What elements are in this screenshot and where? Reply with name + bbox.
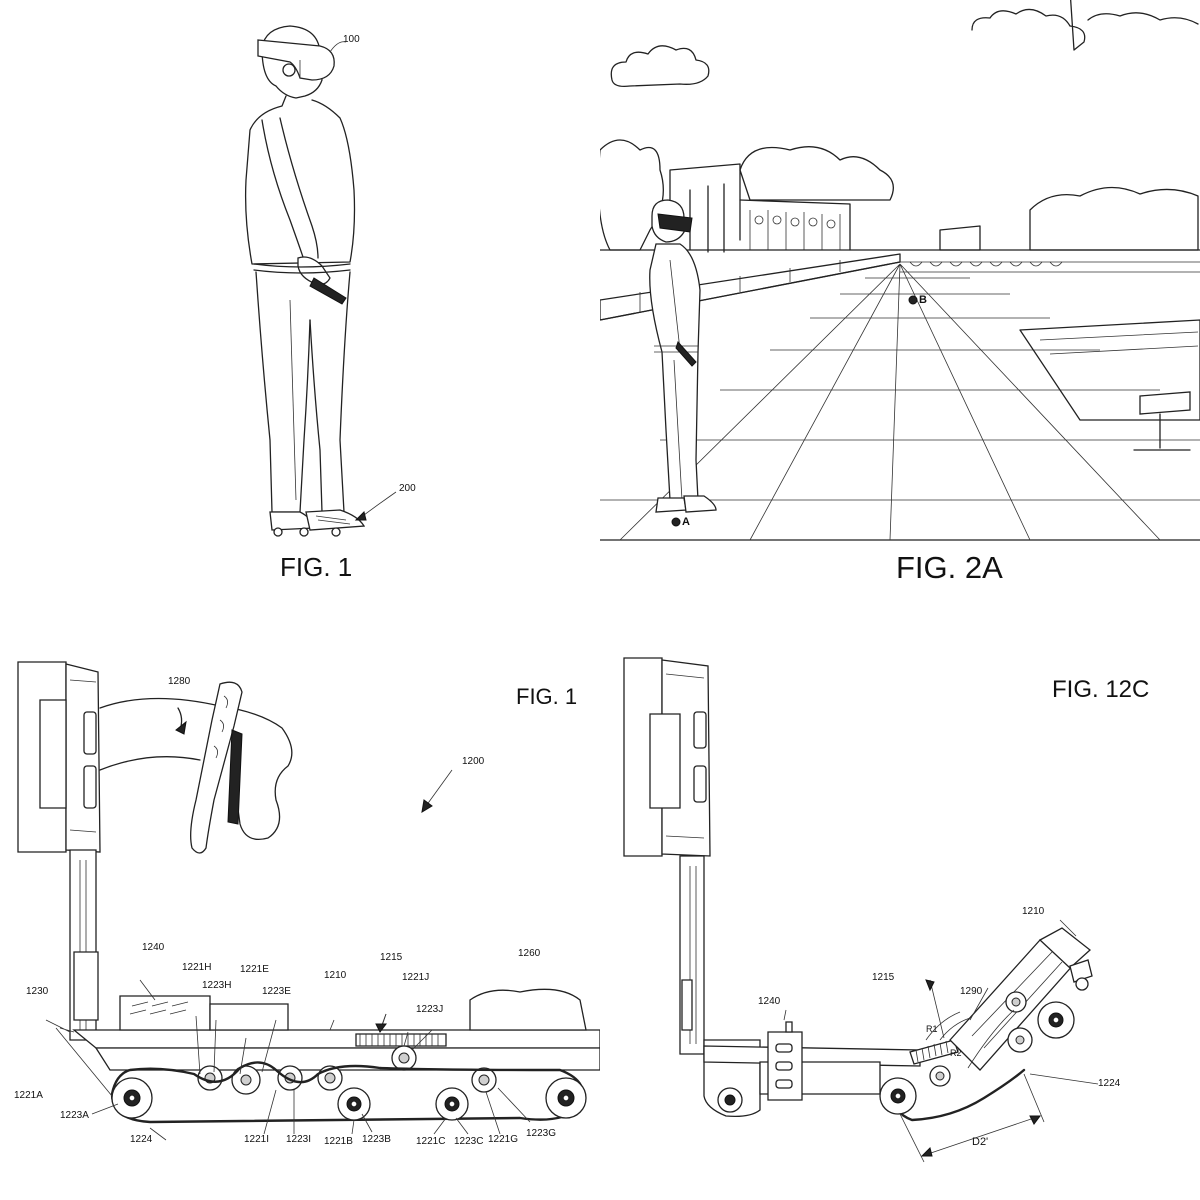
ref-1223i: 1223I	[286, 1134, 312, 1145]
ref-1210: 1210	[324, 970, 347, 981]
ref-1215: 1215	[872, 972, 895, 983]
ref-r1: R1	[926, 1024, 938, 1034]
ref-1221a: 1221A	[14, 1090, 43, 1101]
ref-1240: 1240	[758, 996, 781, 1007]
headset-icon	[257, 39, 335, 81]
ref-1221h: 1221H	[182, 962, 212, 973]
cloud-icon	[610, 45, 710, 88]
shoe-icon	[305, 509, 366, 531]
shoes-ref: 200	[399, 483, 416, 494]
ref-1215: 1215	[380, 952, 403, 963]
ref-d2: D2'	[972, 1136, 989, 1148]
fig2a-caption: FIG. 2A	[896, 550, 1003, 585]
point-b-marker	[908, 295, 918, 305]
ref-1223e: 1223E	[262, 986, 291, 997]
standing-user-drawing	[244, 25, 397, 537]
ref-r2: R2	[950, 1048, 962, 1058]
fig1-caption: FIG. 1	[280, 552, 353, 582]
ref-1224: 1224	[1098, 1078, 1121, 1089]
ref-1223b: 1223B	[362, 1134, 391, 1145]
ref-1240: 1240	[142, 942, 165, 953]
fig1-panel: 100 200 FIG. 1	[0, 0, 600, 600]
ref-1230: 1230	[26, 986, 49, 997]
headset-ref: 100	[343, 34, 360, 45]
tilted-track-mechanism-drawing	[623, 657, 1099, 1163]
ref-1223c: 1223C	[454, 1136, 484, 1147]
ref-1200: 1200	[462, 756, 485, 767]
ref-1221j: 1221J	[402, 972, 430, 983]
fig12c-panel: FIG. 12C 1210 1240 1215 1290 1224 R1 R2 …	[600, 600, 1200, 1200]
fig12c-caption: FIG. 12C	[1052, 676, 1150, 703]
ref-1223h: 1223H	[202, 980, 232, 991]
shoe-icon	[655, 497, 687, 513]
point-a-marker	[671, 517, 681, 527]
point-a-label: A	[682, 516, 690, 528]
virtual-scene-drawing	[600, 0, 1200, 541]
cloud-icon	[971, 0, 1086, 51]
ref-1290: 1290	[960, 986, 983, 997]
point-b-label: B	[919, 294, 927, 306]
fig2a-panel: A B FIG. 2A	[600, 0, 1200, 600]
ref-1223g: 1223G	[526, 1128, 557, 1139]
ref-1224: 1224	[130, 1134, 153, 1145]
ref-1223j: 1223J	[416, 1004, 444, 1015]
shoe-icon	[683, 495, 717, 513]
ref-1221c: 1221C	[416, 1136, 446, 1147]
fig12b-panel: FIG. 1 1280 1200 1240 1221H 1221E 1223H …	[0, 600, 600, 1200]
ref-1280-top: 1280	[168, 676, 191, 687]
ref-1221g: 1221G	[488, 1134, 519, 1145]
ref-1221e: 1221E	[240, 964, 269, 975]
headset-icon	[657, 213, 693, 233]
ref-1223a: 1223A	[60, 1110, 89, 1121]
ref-1260: 1260	[518, 948, 541, 959]
ref-1221b: 1221B	[324, 1136, 353, 1147]
ref-1210: 1210	[1022, 906, 1045, 917]
ref-1221i: 1221I	[244, 1134, 270, 1145]
track-mechanism-drawing	[17, 661, 600, 1141]
fig12b-caption: FIG. 1	[516, 684, 578, 709]
